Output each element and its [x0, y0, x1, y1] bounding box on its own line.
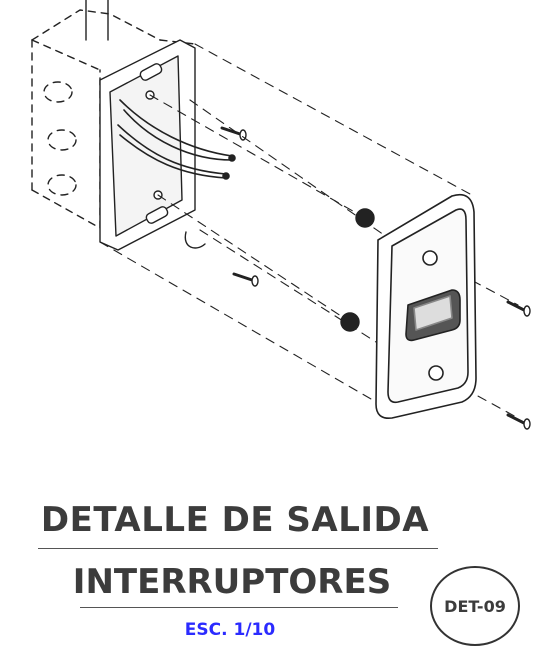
conduit-pipe — [85, 0, 109, 41]
detail-code-badge: DET-09 — [430, 566, 520, 646]
mounting-bracket — [99, 39, 196, 251]
drawing-title-line-2: INTERRUPTORES — [72, 562, 392, 602]
bracket-screw-bottom — [232, 272, 259, 287]
cable-loop — [184, 231, 206, 249]
cover-plate — [375, 193, 477, 420]
wires — [117, 99, 236, 180]
plate-screw-top — [506, 300, 531, 317]
title-underline-2 — [80, 607, 398, 608]
drawing-title-line-1: DETALLE DE SALIDA — [40, 500, 430, 540]
plate-screw-bottom — [506, 413, 531, 430]
detail-code: DET-09 — [444, 596, 506, 616]
switch-outlet-exploded-drawing — [31, 0, 531, 430]
fastener-dot-bottom — [340, 312, 360, 332]
fastener-dot-top — [355, 208, 375, 228]
scale-label: ESC. 1/10 — [184, 620, 276, 640]
title-underline-1 — [38, 548, 438, 549]
